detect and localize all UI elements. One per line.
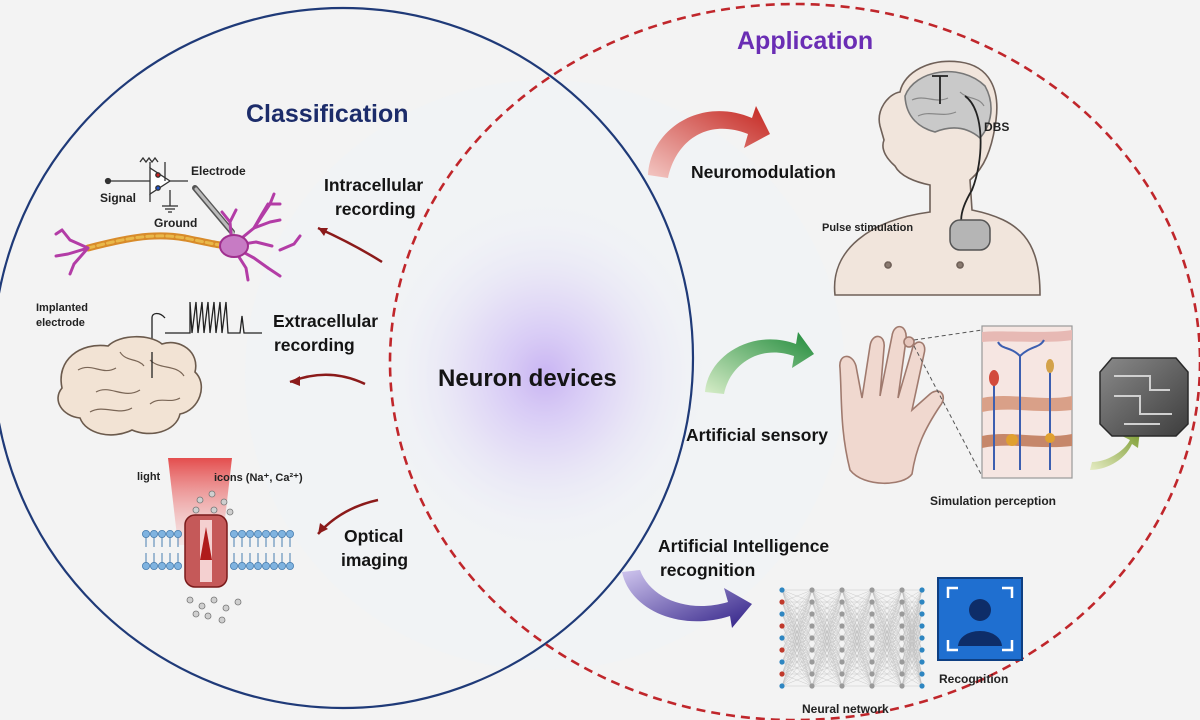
ground-label: Ground	[154, 216, 198, 230]
electrode-icon	[192, 185, 235, 235]
light-label: light	[137, 471, 161, 483]
ions-label: icons (Na⁺, Ca²⁺)	[214, 472, 303, 484]
ai-label-line2: recognition	[660, 560, 756, 580]
recognition-icon	[937, 577, 1023, 661]
network-label: Neural network	[802, 702, 889, 716]
classification-title: Classification	[246, 100, 409, 128]
optical-label-line1: Optical	[344, 526, 404, 546]
implanted-label-line1: Implanted	[36, 302, 88, 314]
hand-icon	[839, 325, 945, 484]
implanted-label-line2: electrode	[36, 317, 85, 329]
intracellular-label-line1: Intracellular	[324, 175, 424, 195]
neuromodulation-label: Neuromodulation	[691, 162, 836, 182]
arrow-sensory	[705, 332, 814, 394]
perception-label: Simulation perception	[930, 494, 1057, 508]
sensory-label: Artificial sensory	[686, 425, 828, 445]
electrode-label: Electrode	[191, 164, 246, 178]
neuron-icon	[54, 192, 302, 282]
pulse-generator-icon	[949, 219, 991, 251]
center-glow	[380, 200, 710, 550]
intracellular-label-line2: recording	[335, 199, 416, 219]
pulse-label: Pulse stimulation	[822, 222, 914, 234]
arrow-neuromodulation	[648, 106, 770, 178]
skin-section-icon	[981, 325, 1073, 479]
extracellular-label-line2: recording	[274, 335, 355, 355]
arrow-ai	[622, 570, 752, 628]
chip-icon	[1099, 357, 1189, 437]
circuit-icon	[104, 156, 188, 213]
human-torso-icon	[833, 60, 1041, 296]
extracellular-label-line1: Extracellular	[273, 311, 379, 331]
signal-label: Signal	[100, 191, 137, 205]
recognition-label: Recognition	[939, 672, 1009, 686]
optical-label-line2: imaging	[341, 550, 409, 570]
brain-icon	[57, 335, 203, 436]
dbs-label: DBS	[984, 120, 1010, 134]
classification-circle	[0, 7, 694, 709]
center-label: Neuron devices	[438, 365, 617, 392]
overlap-tint	[245, 80, 845, 670]
neural-network-icon	[779, 587, 925, 689]
application-title: Application	[737, 27, 874, 55]
ai-label-line1: Artificial Intelligence	[658, 536, 830, 556]
membrane-icon	[141, 458, 294, 624]
